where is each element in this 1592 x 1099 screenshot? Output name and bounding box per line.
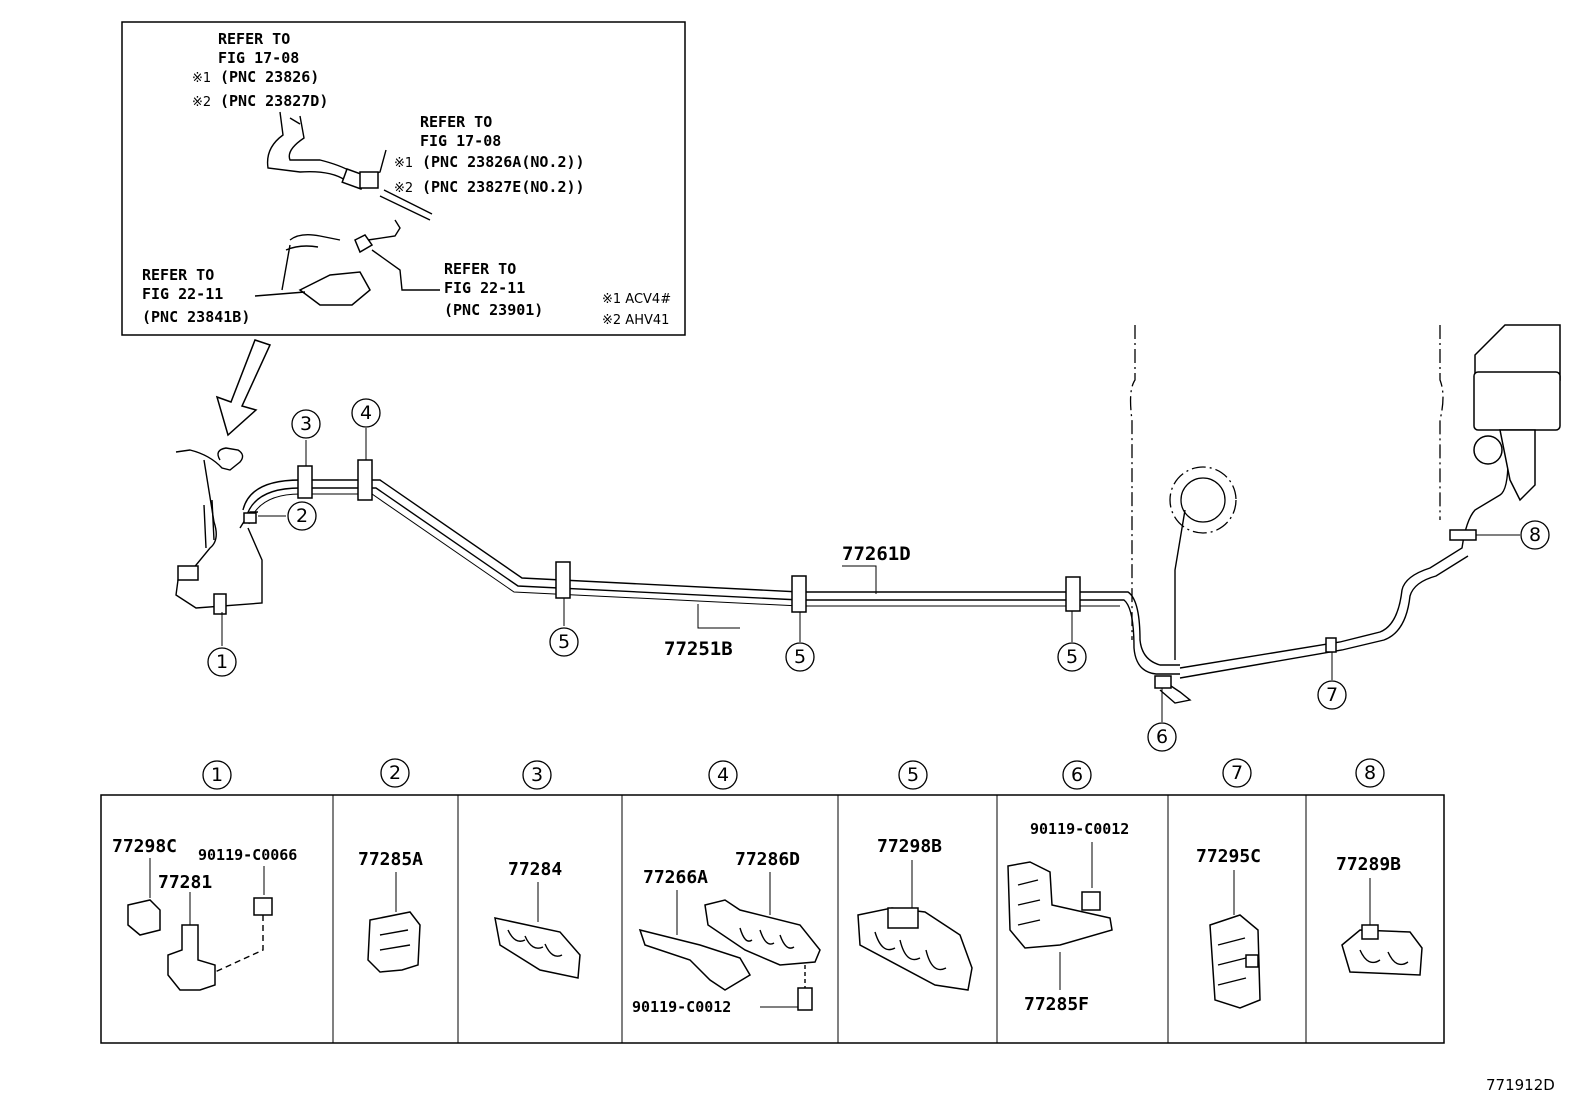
callout-7: 7 [1317, 680, 1347, 710]
ref-text: REFER TO [142, 266, 214, 284]
inset-legend: ※1 ACV4# ※2 AHV41 [602, 292, 671, 328]
part-number: 90119-C0066 [198, 846, 297, 864]
part-number: 77281 [158, 872, 212, 893]
header-number: 8 [1364, 762, 1376, 784]
callout-3: 3 [291, 409, 321, 439]
parts-table: 1 2 3 4 5 6 7 8 77298C 77281 90119-C0066… [100, 758, 1445, 1044]
ref-text: (PNC 23827D) [220, 92, 328, 110]
part-number: 77285A [358, 849, 423, 870]
table-cell-1: 77298C 77281 90119-C0066 [112, 836, 297, 991]
ref-text: REFER TO [420, 113, 492, 131]
callout-number: 6 [1156, 726, 1168, 748]
table-header-8: 8 [1355, 758, 1385, 788]
callout-5: 5 [1057, 642, 1087, 672]
part-number: 77295C [1196, 846, 1261, 867]
tube-label-lower: 77251B [664, 638, 733, 660]
table-cell-5: 77298B [857, 836, 973, 991]
part-number: 77284 [508, 859, 562, 880]
callout-number: 3 [300, 413, 312, 435]
callout-number: 2 [296, 505, 308, 527]
table-header-6: 6 [1062, 760, 1092, 790]
header-number: 3 [531, 764, 543, 786]
pointer-arrow [215, 339, 272, 437]
callout-5: 5 [549, 627, 579, 657]
legend-text: ※1 ACV4# [602, 292, 671, 307]
mark-text: ※2 [394, 181, 413, 196]
header-number: 4 [717, 764, 729, 786]
callout-2: 2 [287, 501, 317, 531]
tube-label-upper: 77261D [842, 543, 911, 565]
callout-number: 7 [1326, 684, 1338, 706]
header-number: 6 [1071, 764, 1083, 786]
ref-text: (PNC 23841B) [142, 308, 250, 326]
header-number: 5 [907, 764, 919, 786]
part-number: 77266A [643, 867, 708, 888]
header-number: 1 [211, 764, 223, 786]
tube-clamps [213, 459, 1477, 689]
table-header-5: 5 [898, 760, 928, 790]
inset-panel: REFER TO FIG 17-08 ※1 (PNC 23826) ※2 (PN… [121, 21, 686, 336]
mark-text: ※2 [192, 95, 211, 110]
inset-ref-fig-22-11-a: REFER TO FIG 22-11 (PNC 23841B) [142, 266, 250, 326]
table-cell-4: 77266A 77286D 90119-C0012 [632, 849, 821, 1016]
header-number: 7 [1231, 762, 1243, 784]
table-cell-3: 77284 [494, 859, 581, 979]
callout-leaders [221, 428, 1520, 722]
inset-ref-fig-22-11-b: REFER TO FIG 22-11 (PNC 23901) [444, 260, 543, 319]
part-number: 77298C [112, 836, 177, 857]
mark-text: ※1 [394, 156, 413, 171]
inset-ref-fig-17-08-a: REFER TO FIG 17-08 ※1 (PNC 23826) ※2 (PN… [192, 30, 328, 110]
figure-code: 771912D [1486, 1076, 1555, 1094]
table-cell-8: 77289B [1336, 854, 1423, 976]
table-header-3: 3 [522, 760, 552, 790]
callout-number: 8 [1529, 524, 1541, 546]
mark-text: ※1 [192, 71, 211, 86]
callout-number: 4 [360, 402, 372, 424]
callout-number: 1 [216, 651, 228, 673]
ref-text: REFER TO [218, 30, 290, 48]
part-number: 77286D [735, 849, 800, 870]
table-cell-7: 77295C [1196, 846, 1261, 1009]
main-tube-routing [175, 447, 1509, 704]
legend-text: ※2 AHV41 [602, 313, 669, 328]
table-cell-2: 77285A [358, 849, 423, 973]
table-cell-6: 90119-C0012 77285F [1007, 820, 1129, 1015]
ref-text: (PNC 23827E(NO.2)) [422, 178, 585, 196]
table-header-2: 2 [380, 758, 410, 788]
part-number: 77298B [877, 836, 942, 857]
table-header-7: 7 [1222, 758, 1252, 788]
callout-5: 5 [785, 642, 815, 672]
callout-8: 8 [1520, 520, 1550, 550]
callout-6: 6 [1147, 722, 1177, 752]
ref-text: (PNC 23826A(NO.2)) [422, 153, 585, 171]
callout-number: 5 [794, 646, 806, 668]
callout-number: 5 [558, 631, 570, 653]
ref-text: FIG 17-08 [218, 49, 299, 67]
part-number: 77289B [1336, 854, 1401, 875]
table-header-4: 4 [708, 760, 738, 790]
table-header-1: 1 [202, 760, 232, 790]
ref-text: FIG 22-11 [444, 279, 525, 297]
callout-4: 4 [351, 398, 381, 428]
part-number: 90119-C0012 [1030, 820, 1129, 838]
inset-ref-fig-17-08-b: REFER TO FIG 17-08 ※1 (PNC 23826A(NO.2))… [394, 113, 585, 196]
ref-text: REFER TO [444, 260, 516, 278]
part-number: 90119-C0012 [632, 998, 731, 1016]
inset-hose-drawing [254, 111, 440, 306]
ref-text: FIG 22-11 [142, 285, 223, 303]
ref-text: FIG 17-08 [420, 132, 501, 150]
ref-text: (PNC 23826) [220, 68, 319, 86]
part-number: 77285F [1024, 994, 1089, 1015]
callout-number: 5 [1066, 646, 1078, 668]
body-outline [1129, 324, 1561, 640]
ref-text: (PNC 23901) [444, 301, 543, 319]
callout-1: 1 [207, 647, 237, 677]
header-number: 2 [389, 762, 401, 784]
